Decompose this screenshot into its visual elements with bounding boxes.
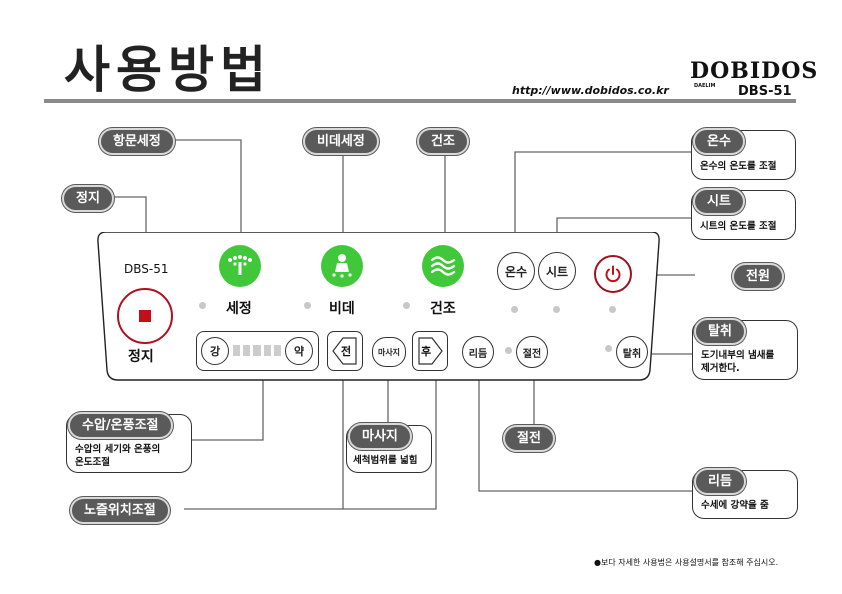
power-button[interactable] [594,255,632,293]
callout-deodorize-title: 탈취 [694,318,746,345]
dry-wave-icon [430,256,456,276]
stop-icon [139,310,151,322]
stop-label: 정지 [128,349,154,365]
brand-sub-label: DAELIM [694,83,716,89]
right-arrow-icon [418,337,443,365]
callout-rhythm-title: 리듬 [694,468,746,495]
callout-rhythm-desc: 수세에 강약을 줌 [701,500,769,511]
water-temp-button[interactable]: 온수 [497,252,535,290]
header-divider [44,99,796,103]
nozzle-front-button[interactable]: 전 [327,331,363,371]
left-arrow-icon [332,337,357,365]
wash-label: 세정 [226,301,252,317]
callout-deodorize-desc-1: 도기내부의 냄새를 [701,350,775,361]
wash-spray-icon [228,255,252,275]
indicator-dot [609,306,616,313]
model-number: DBS-51 [738,84,792,99]
callout-pressure-desc-1: 수압의 세기와 온풍의 [75,444,161,455]
stop-button[interactable] [117,288,173,344]
callout-seat: 시트 시트의 온도를 조절 [691,188,796,240]
callout-pressure-title: 수압/온풍조절 [68,412,173,439]
indicator-dot [403,302,410,309]
callout-bidet-wash: 비데세정 [303,128,379,155]
back-label: 후 [421,345,432,358]
callout-water-temp-desc: 온수의 온도를 조절 [700,161,777,172]
callout-massage-title: 마사지 [348,423,412,450]
indicator-dot [553,306,560,313]
callout-deodorize-desc-2: 제거한다. [701,363,740,374]
pressure-level-bar [233,345,282,356]
callout-power: 전원 [732,263,784,290]
callout-seat-desc: 시트의 온도를 조절 [700,221,777,232]
indicator-dot [199,302,206,309]
callout-pressure: 수압/온풍조절 수압의 세기와 온풍의 온도조절 [66,412,192,473]
rhythm-button[interactable]: 리듬 [462,336,494,368]
weak-button[interactable]: 약 [285,337,313,365]
callout-deodorize: 탈취 도기내부의 냄새를 제거한다. [692,318,798,380]
callout-water-temp: 온수 온수의 온도를 조절 [691,128,796,180]
nozzle-back-button[interactable]: 후 [412,331,448,371]
page-title: 사용방법 [64,41,272,99]
dry-button[interactable] [422,245,464,287]
callout-seat-title: 시트 [693,188,745,215]
panel-model-label: DBS-51 [124,262,169,276]
callout-power-saving: 절전 [503,425,555,452]
indicator-dot [511,306,518,313]
power-icon [605,265,621,283]
callout-massage-desc: 세척범위를 넓힘 [353,455,418,466]
seat-temp-button[interactable]: 시트 [538,252,576,290]
callout-dry: 건조 [417,128,469,155]
deodorize-button[interactable]: 탈취 [616,336,648,368]
front-label: 전 [341,345,352,358]
power-saving-button[interactable]: 절전 [516,336,548,368]
callout-rhythm: 리듬 수세에 강약을 줌 [692,468,798,519]
bidet-icon [332,254,352,278]
callout-pressure-desc-2: 온도조절 [75,457,110,468]
brand-logo: DOBIDOS [690,58,819,84]
callout-nozzle: 노즐위치조절 [70,497,170,524]
callout-water-temp-title: 온수 [693,128,745,155]
strong-button[interactable]: 강 [201,337,229,365]
callout-anal-wash: 항문세정 [99,128,175,155]
wash-button[interactable] [219,245,261,287]
website-url[interactable]: http://www.dobidos.co.kr [512,84,669,97]
callout-massage: 마사지 세척범위를 넓힘 [346,423,432,473]
bidet-button[interactable] [321,245,363,287]
bidet-label: 비데 [329,301,355,317]
indicator-dot [605,345,612,352]
indicator-dot [304,302,311,309]
massage-button[interactable]: 마사지 [372,337,406,367]
footer-note: ●보다 자세한 사용법은 사용설명서를 참조해 주십시오. [594,558,779,567]
indicator-dot [505,347,512,354]
dry-label: 건조 [430,301,456,317]
callout-stop: 정지 [62,185,114,212]
